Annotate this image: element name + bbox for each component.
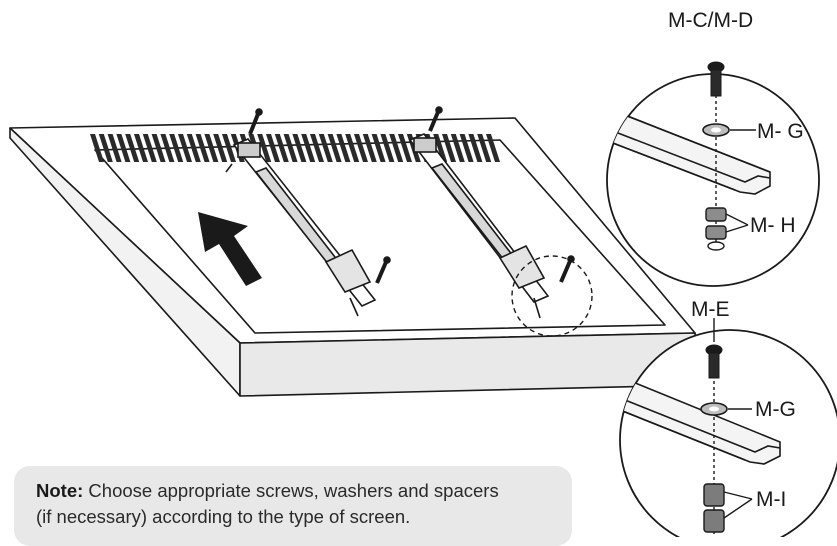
vent-slot bbox=[90, 134, 104, 162]
vent-slot bbox=[266, 134, 280, 162]
vent-slot bbox=[178, 134, 192, 162]
vent-slot bbox=[274, 134, 289, 162]
vent-slot bbox=[442, 134, 456, 162]
vent-slots bbox=[90, 134, 500, 162]
vent-slot bbox=[459, 134, 474, 162]
note-heading: Note: bbox=[36, 480, 84, 501]
vent-slot bbox=[98, 134, 113, 162]
bracket-left bbox=[225, 138, 377, 317]
vent-slot bbox=[327, 134, 342, 162]
vent-slot bbox=[345, 134, 360, 162]
vent-slot bbox=[389, 134, 404, 162]
spacers-m-i-icon bbox=[703, 483, 725, 533]
vent-slot bbox=[310, 134, 324, 162]
vent-slot bbox=[222, 134, 236, 162]
label-m-g-top: M- G bbox=[757, 120, 804, 143]
note-box: Note: Choose appropriate screws, washers… bbox=[14, 466, 572, 546]
vent-slot bbox=[116, 134, 131, 162]
vent-slot bbox=[398, 134, 412, 162]
bracket-right bbox=[408, 133, 550, 319]
label-m-h: M- H bbox=[750, 214, 796, 237]
tv-bottom-edge bbox=[239, 332, 701, 397]
note-text: Note: Choose appropriate screws, washers… bbox=[36, 478, 566, 530]
vent-slot bbox=[169, 134, 184, 162]
vent-slot bbox=[142, 134, 157, 162]
detail-circle-bottom bbox=[619, 318, 837, 537]
panel-screws bbox=[248, 106, 575, 284]
screw-bottom-left bbox=[375, 256, 391, 284]
detail-highlight-circle bbox=[511, 255, 593, 337]
vent-slot bbox=[450, 134, 465, 162]
vent-slot bbox=[371, 134, 386, 162]
note-line-2: (if necessary) according to the type of … bbox=[36, 506, 411, 527]
detail-circle-top bbox=[606, 61, 820, 287]
screw-m-e-icon bbox=[705, 344, 723, 379]
note-line-1: Choose appropriate screws, washers and s… bbox=[88, 480, 499, 501]
vent-slot bbox=[283, 134, 298, 162]
vent-slot bbox=[134, 134, 148, 162]
screw-top-left bbox=[248, 108, 263, 135]
up-arrow-icon bbox=[198, 212, 262, 286]
vent-slot bbox=[151, 134, 166, 162]
vent-slot bbox=[292, 134, 307, 162]
vent-slot bbox=[486, 134, 500, 162]
vent-slot bbox=[107, 134, 122, 162]
vent-slot bbox=[362, 134, 377, 162]
vent-slot bbox=[380, 134, 395, 162]
vent-slot bbox=[468, 134, 483, 162]
screw-top-right bbox=[428, 106, 443, 132]
vent-slot bbox=[125, 134, 140, 162]
vent-slot bbox=[336, 134, 351, 162]
vent-slot bbox=[318, 134, 333, 162]
label-m-c-m-d: M-C/M-D bbox=[668, 9, 753, 32]
screw-bottom-right bbox=[559, 255, 575, 283]
spacers-m-h-icon bbox=[705, 207, 727, 251]
vent-slot bbox=[354, 134, 368, 162]
label-m-g-bottom: M-G bbox=[755, 398, 796, 421]
vent-slot bbox=[195, 134, 210, 162]
vent-slot bbox=[160, 134, 175, 162]
vent-slot bbox=[186, 134, 201, 162]
vent-slot bbox=[257, 134, 272, 162]
label-m-e: M-E bbox=[691, 298, 730, 321]
screw-m-c-icon bbox=[707, 61, 725, 97]
vent-slot bbox=[301, 134, 316, 162]
vent-slot bbox=[477, 134, 492, 162]
vent-slot bbox=[204, 134, 219, 162]
label-m-i: M-I bbox=[756, 488, 786, 511]
vent-slot bbox=[213, 134, 228, 162]
